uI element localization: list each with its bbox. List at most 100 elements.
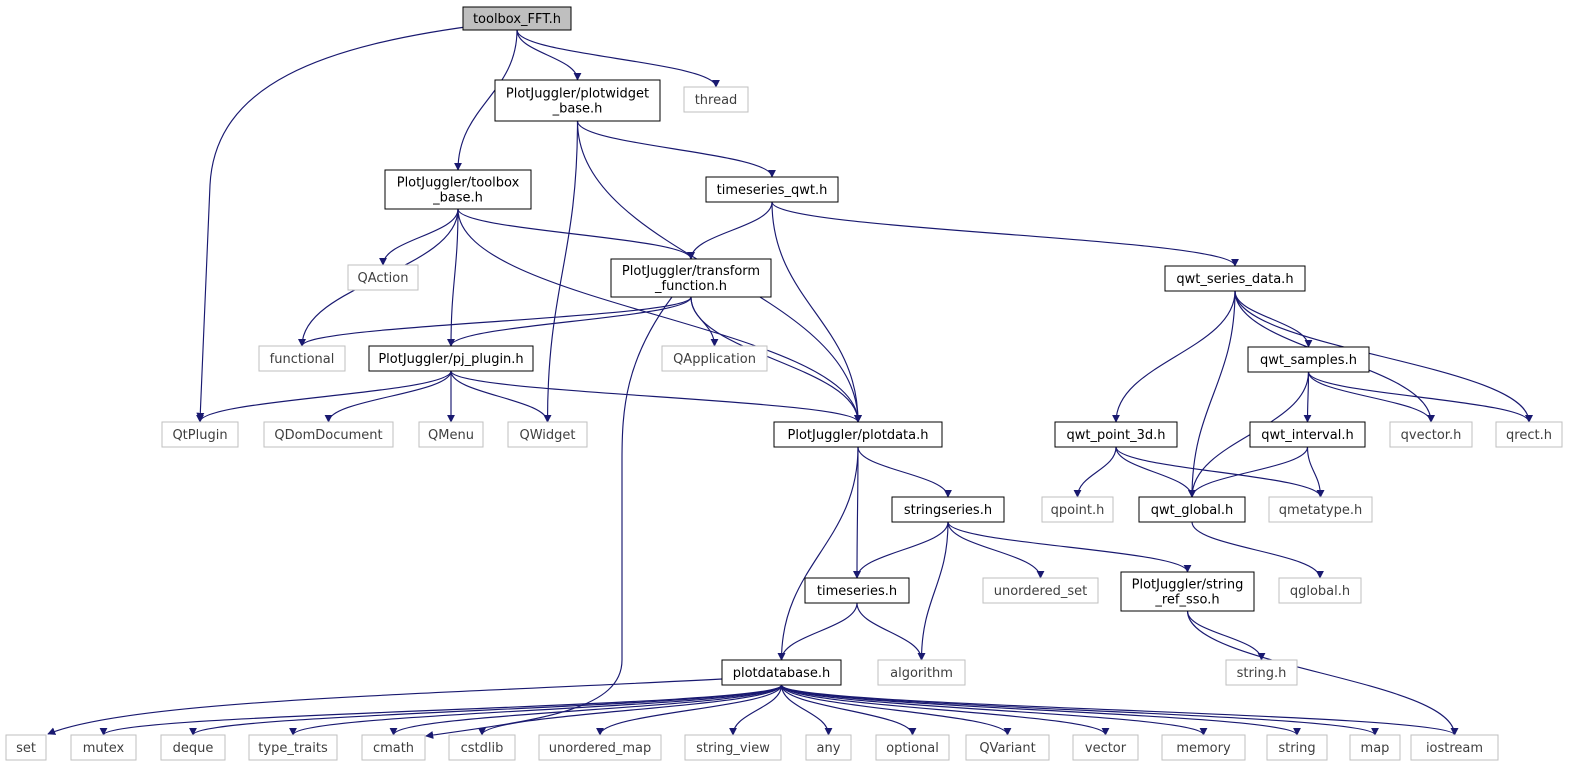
node-map: map <box>1349 734 1401 761</box>
node-timeseries-qwt[interactable]: timeseries_qwt.h <box>705 176 839 203</box>
edge-toolbox_fft-to-plotwidget_base <box>516 29 582 81</box>
node-qwt-global[interactable]: qwt_global.h <box>1138 496 1246 523</box>
edge-plotdatabase-to-type_traits <box>289 684 783 736</box>
node-label: qglobal.h <box>1290 584 1350 599</box>
node-box <box>891 496 1005 523</box>
edge-toolbox_base-to-transform_function <box>457 208 695 260</box>
edge-plotdatabase-to-any <box>780 684 833 736</box>
edge-qwt_samples-to-qvector <box>1307 371 1435 423</box>
node-box <box>5 734 47 761</box>
node-label: mutex <box>83 741 125 756</box>
node-box <box>258 345 346 372</box>
node-box <box>1410 734 1499 761</box>
nodes-layer: toolbox_FFT.hPlotJuggler/plotwidget_base… <box>5 6 1563 761</box>
node-qmetatype: qmetatype.h <box>1268 496 1373 523</box>
edge-qwt_series_data-to-qrect <box>1234 290 1533 423</box>
edge-pj_plugin-to-qtplugin <box>196 370 452 423</box>
node-toolbox-base[interactable]: PlotJuggler/toolbox_base.h <box>384 169 532 210</box>
node-box <box>661 345 768 372</box>
node-label: optional <box>886 741 939 756</box>
node-label: qmetatype.h <box>1279 503 1362 518</box>
node-box <box>1247 346 1370 373</box>
node-label: type_traits <box>258 741 328 756</box>
node-box <box>683 86 749 113</box>
node-label: string_view <box>696 741 770 756</box>
edge-plotdata-to-plotdatabase <box>777 446 859 661</box>
node-plotwidget-base[interactable]: PlotJuggler/plotwidget_base.h <box>494 79 661 122</box>
edge-plotdatabase-to-qvariant <box>780 684 1012 736</box>
node-toolbox-fft[interactable]: toolbox_FFT.h <box>462 6 572 31</box>
edge-string_ref_sso-to-string_h <box>1186 610 1266 661</box>
edge-plotdatabase-to-iostream <box>780 684 1459 736</box>
node-box <box>877 659 966 686</box>
node-qapplication: QApplication <box>661 345 768 372</box>
node-label: iostream <box>1426 741 1483 756</box>
node-box <box>1349 734 1401 761</box>
node-unordered-set: unordered_set <box>982 577 1099 604</box>
edge-plotdatabase-to-string_view <box>729 684 783 736</box>
node-label: qpoint.h <box>1051 503 1105 518</box>
edge-qwt_point_3d-to-qpoint <box>1073 446 1117 498</box>
node-label: functional <box>270 352 335 367</box>
node-box <box>462 6 572 31</box>
node-qwt-series-data[interactable]: qwt_series_data.h <box>1164 265 1306 292</box>
node-stringseries[interactable]: stringseries.h <box>891 496 1005 523</box>
edge-qwt_series_data-to-qwt_point_3d <box>1112 290 1236 423</box>
edge-stringseries-to-string_ref_sso <box>947 521 1192 573</box>
edge-toolbox_fft-to-thread <box>516 29 720 88</box>
edge-qwt_series_data-to-qwt_global <box>1188 290 1236 498</box>
node-timeseries[interactable]: timeseries.h <box>804 577 910 604</box>
edge-timeseries-to-algorithm <box>856 602 926 661</box>
node-box <box>1072 734 1139 761</box>
node-label: _base.h <box>552 102 603 117</box>
node-box <box>1278 577 1362 604</box>
node-qwt-samples[interactable]: qwt_samples.h <box>1247 346 1370 373</box>
edge-pj_plugin-to-plotdata <box>450 370 862 423</box>
node-string-ref-sso[interactable]: PlotJuggler/string_ref_sso.h <box>1120 571 1255 612</box>
edge-qwt_interval-to-qmetatype <box>1306 446 1325 498</box>
node-label: cmath <box>373 741 414 756</box>
node-label: PlotJuggler/pj_plugin.h <box>378 352 523 367</box>
edge-plotdata-to-timeseries <box>853 446 862 579</box>
node-box <box>448 734 516 761</box>
node-box <box>1164 265 1306 292</box>
edge-plotwidget_base-to-qwidget <box>543 120 579 423</box>
edge-pj_plugin-to-qdomdocument <box>324 370 452 423</box>
node-qwidget: QWidget <box>507 421 588 448</box>
edge-timeseries-to-plotdatabase <box>777 602 858 661</box>
node-box <box>805 734 852 761</box>
node-qaction: QAction <box>347 264 419 291</box>
node-box <box>773 421 943 448</box>
node-label: qwt_series_data.h <box>1176 272 1293 287</box>
node-label: QtPlugin <box>172 428 227 443</box>
node-qtplugin: QtPlugin <box>161 421 239 448</box>
node-label: deque <box>173 741 214 756</box>
node-box <box>1225 659 1298 686</box>
edges-layer <box>47 23 1533 739</box>
node-box <box>610 258 772 298</box>
edge-transform_function-to-pj_plugin <box>447 296 692 347</box>
edge-plotdatabase-to-optional <box>780 684 917 736</box>
node-label: plotdatabase.h <box>733 666 831 681</box>
node-label: QApplication <box>673 352 756 367</box>
node-label: QDomDocument <box>274 428 382 443</box>
node-qwt-point-3d[interactable]: qwt_point_3d.h <box>1054 421 1178 448</box>
node-transform-function[interactable]: PlotJuggler/transform_function.h <box>610 258 772 298</box>
node-label: string.h <box>1237 666 1287 681</box>
edge-plotdatabase-to-cmath <box>389 684 783 736</box>
node-box <box>384 169 532 210</box>
node-plotdatabase[interactable]: plotdatabase.h <box>721 659 842 686</box>
node-label: timeseries_qwt.h <box>717 183 828 198</box>
node-label: unordered_set <box>994 584 1087 599</box>
node-string-view: string_view <box>684 734 782 761</box>
node-box <box>507 421 588 448</box>
node-plotdata[interactable]: PlotJuggler/plotdata.h <box>773 421 943 448</box>
node-label: QMenu <box>428 428 474 443</box>
node-vector: vector <box>1072 734 1139 761</box>
node-box <box>161 421 239 448</box>
node-qwt-interval[interactable]: qwt_interval.h <box>1249 421 1366 448</box>
node-pj-plugin[interactable]: PlotJuggler/pj_plugin.h <box>368 345 534 372</box>
node-label: timeseries.h <box>817 584 897 599</box>
node-label: map <box>1361 741 1390 756</box>
